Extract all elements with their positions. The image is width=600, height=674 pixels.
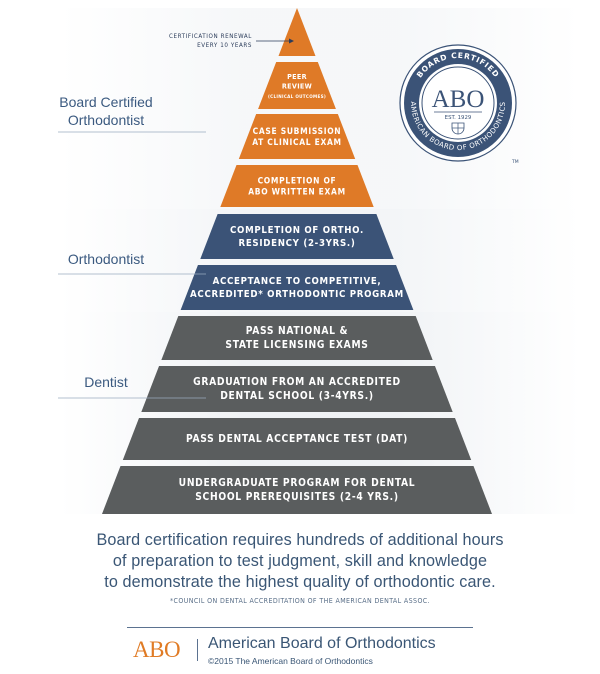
abo-logo: ABO: [133, 637, 181, 662]
pyramid-level-label: RESIDENCY (2-3YRS.): [238, 238, 355, 249]
tier-label: Orthodontist: [58, 251, 206, 275]
tier-label-text: Dentist: [84, 374, 128, 390]
seal-center-logo: ABO: [432, 86, 485, 113]
pyramid-level: GRADUATION FROM AN ACCREDITED DENTAL SCHO…: [141, 366, 453, 412]
seal-trademark: TM: [511, 159, 519, 165]
pyramid-level-shape: [200, 214, 394, 259]
tier-label: Dentist: [58, 374, 206, 399]
pyramid-level: ACCEPTANCE TO COMPETITIVE, ACCREDITED* OR…: [180, 265, 414, 310]
pyramid-level: PASS DENTAL ACCEPTANCE TEST (DAT): [122, 418, 472, 460]
renewal-line-1: CERTIFICATION RENEWAL: [169, 33, 252, 40]
pyramid-apex: [278, 8, 316, 56]
pyramid-level-label: DENTAL SCHOOL (3-4YRS.): [220, 391, 374, 402]
tier-label-text: Orthodontist: [68, 251, 144, 267]
pyramid-level-label: GRADUATION FROM AN ACCREDITED: [193, 377, 401, 388]
pyramid-level-label: COMPLETION OF ORTHO.: [230, 225, 364, 236]
footer-divider: [127, 627, 473, 628]
tier-label-text: Orthodontist: [68, 112, 144, 128]
pyramid-level-label: ABO WRITTEN EXAM: [248, 187, 346, 197]
pyramid-level-label: COMPLETION OF: [258, 175, 337, 185]
pyramid-level-label: PASS NATIONAL &: [246, 326, 349, 337]
pyramid-level-shape: [102, 466, 492, 514]
pyramid-level: UNDERGRADUATE PROGRAM FOR DENTAL SCHOOL P…: [102, 466, 492, 514]
accreditation-footnote: *COUNCIL ON DENTAL ACCREDITATION OF THE …: [170, 597, 430, 605]
pyramid-level-label: ACCEPTANCE TO COMPETITIVE,: [213, 276, 382, 287]
caption-line: to demonstrate the highest quality of or…: [104, 573, 496, 591]
caption-line: of preparation to test judgment, skill a…: [112, 552, 488, 570]
pyramid-level-label: UNDERGRADUATE PROGRAM FOR DENTAL: [179, 478, 416, 489]
footer-separator: [197, 639, 198, 661]
renewal-line-2: EVERY 10 YEARS: [197, 42, 252, 49]
certification-pyramid: UNDERGRADUATE PROGRAM FOR DENTAL SCHOOL P…: [58, 8, 580, 514]
pyramid-level-label: SCHOOL PREREQUISITES (2-4 YRS.): [195, 492, 399, 503]
pyramid-level-label: (CLINICAL OUTCOMES): [268, 94, 326, 100]
caption-line: Board certification requires hundreds of…: [96, 531, 504, 549]
copyright-notice: ©2015 The American Board of Orthodontics: [208, 656, 373, 666]
pyramid-level: COMPLETION OF ORTHO. RESIDENCY (2-3YRS.): [200, 214, 394, 259]
pyramid-level-shape: [258, 62, 336, 109]
seal-inner-disc: [419, 64, 497, 142]
pyramid-level-shape: [220, 165, 374, 207]
pyramid-level-label: REVIEW: [282, 82, 312, 91]
tier-label-text: Board Certified: [59, 94, 152, 110]
seal-established-text: EST. 1929: [445, 115, 472, 121]
pyramid-level-shape: [122, 418, 472, 460]
pyramid-level-label: STATE LICENSING EXAMS: [225, 340, 368, 351]
pyramid-level-shape: [238, 114, 356, 159]
renewal-annotation: CERTIFICATION RENEWAL EVERY 10 YEARS: [169, 33, 294, 49]
seal-inner-ring: [421, 66, 495, 140]
organization-name: American Board of Orthodontics: [208, 635, 436, 652]
renewal-arrow-head: [289, 38, 294, 44]
pyramid-level: PASS NATIONAL & STATE LICENSING EXAMS: [161, 316, 433, 360]
pyramid-level-shape: [161, 316, 433, 360]
pyramid-level-label: AT CLINICAL EXAM: [252, 137, 341, 147]
caption: Board certification requires hundreds of…: [20, 530, 580, 593]
pyramid-level-label: ACCREDITED* ORTHODONTIC PROGRAM: [190, 289, 404, 300]
pyramid-level-label: PEER: [287, 72, 307, 81]
pyramid-level-shape: [180, 265, 414, 310]
pyramid-level-shape: [141, 366, 453, 412]
pyramid-level-label: PASS DENTAL ACCEPTANCE TEST (DAT): [186, 434, 408, 445]
pyramid-level: COMPLETION OF ABO WRITTEN EXAM: [220, 165, 374, 207]
pyramid-level-label: CASE SUBMISSION: [253, 126, 342, 136]
